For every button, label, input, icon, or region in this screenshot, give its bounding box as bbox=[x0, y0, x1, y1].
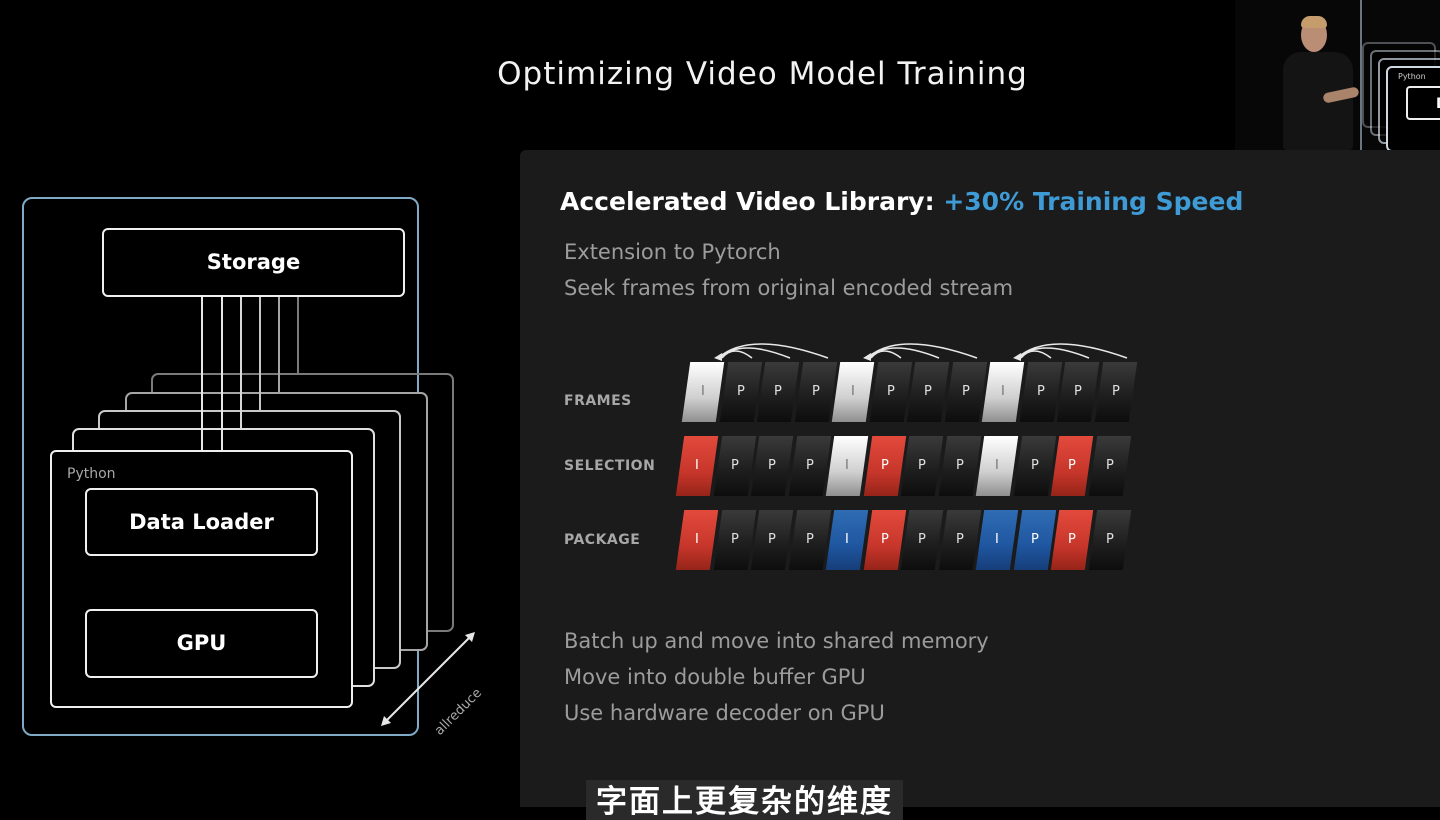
frame-cell-package-1: I bbox=[676, 510, 718, 570]
frame-cell-package-3: P bbox=[751, 510, 793, 570]
panel-heading: Accelerated Video Library: +30% Training… bbox=[560, 187, 1243, 216]
frame-cell-frames-11: P bbox=[1057, 362, 1099, 422]
frame-cell-package-8: P bbox=[938, 510, 980, 570]
frame-cell-package-11: P bbox=[1051, 510, 1093, 570]
outro-line-1: Batch up and move into shared memory bbox=[564, 629, 989, 653]
frame-cell-selection-3: P bbox=[751, 436, 793, 496]
frame-cell-package-5: I bbox=[826, 510, 868, 570]
frame-cell-package-4: P bbox=[788, 510, 830, 570]
storage-box: Storage bbox=[102, 228, 405, 297]
frame-cell-selection-8: P bbox=[938, 436, 980, 496]
frame-cell-selection-7: P bbox=[901, 436, 943, 496]
content-panel: Accelerated Video Library: +30% Training… bbox=[520, 150, 1440, 807]
outro-line-2: Move into double buffer GPU bbox=[564, 665, 866, 689]
intro-line-2: Seek frames from original encoded stream bbox=[564, 276, 1013, 300]
frame-cell-package-12: P bbox=[1088, 510, 1130, 570]
frame-cell-selection-10: P bbox=[1013, 436, 1055, 496]
frame-cell-selection-1: I bbox=[676, 436, 718, 496]
frame-cell-frames-5: I bbox=[832, 362, 874, 422]
outro-line-3: Use hardware decoder on GPU bbox=[564, 701, 885, 725]
frame-cell-selection-11: P bbox=[1051, 436, 1093, 496]
inset-python-label: Python bbox=[1398, 72, 1426, 81]
caption-subtitle: 字面上更复杂的维度 bbox=[586, 780, 903, 820]
frame-cell-selection-6: P bbox=[863, 436, 905, 496]
panel-heading-text: Accelerated Video Library: bbox=[560, 187, 935, 216]
frame-cell-package-10: P bbox=[1013, 510, 1055, 570]
frame-cell-frames-1: I bbox=[682, 362, 724, 422]
frame-cell-selection-9: I bbox=[976, 436, 1018, 496]
frame-cell-frames-7: P bbox=[907, 362, 949, 422]
frame-cell-selection-2: P bbox=[713, 436, 755, 496]
inset-python-panel: Python D bbox=[1386, 66, 1440, 150]
row-label-frames: FRAMES bbox=[564, 393, 632, 409]
inset-data-loader-box: D bbox=[1406, 86, 1440, 120]
python-label: Python bbox=[67, 466, 116, 482]
speaker-video-inset: Python D bbox=[1235, 0, 1440, 150]
frame-cell-package-6: P bbox=[863, 510, 905, 570]
frame-cell-selection-5: I bbox=[826, 436, 868, 496]
data-loader-box: Data Loader bbox=[85, 488, 318, 556]
frame-cell-package-2: P bbox=[713, 510, 755, 570]
row-label-package: PACKAGE bbox=[564, 532, 640, 548]
frame-cell-frames-3: P bbox=[757, 362, 799, 422]
frame-cell-package-7: P bbox=[901, 510, 943, 570]
training-speed-highlight: +30% Training Speed bbox=[943, 187, 1243, 216]
frame-cell-frames-9: I bbox=[982, 362, 1024, 422]
row-label-selection: SELECTION bbox=[564, 458, 655, 474]
gpu-box: GPU bbox=[85, 609, 318, 678]
intro-line-1: Extension to Pytorch bbox=[564, 240, 781, 264]
frame-cell-selection-4: P bbox=[788, 436, 830, 496]
frame-cell-package-9: I bbox=[976, 510, 1018, 570]
frame-cell-selection-12: P bbox=[1088, 436, 1130, 496]
